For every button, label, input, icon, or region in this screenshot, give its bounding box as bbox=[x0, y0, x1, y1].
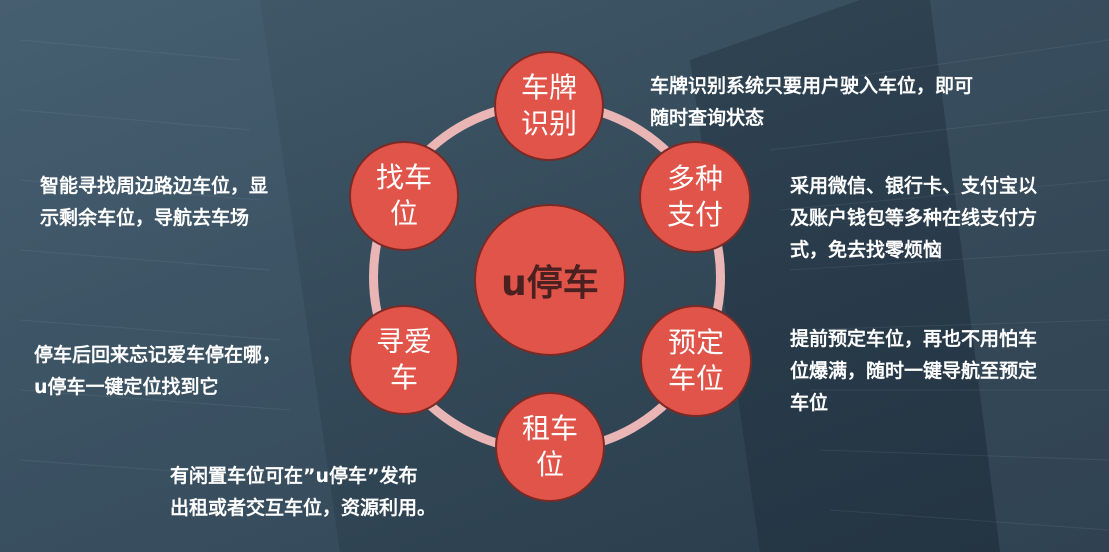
desc-find-car: 停车后回来忘记爱车停在哪， u停车一键定位找到它 bbox=[34, 339, 281, 403]
node-find-spot: 找车位 bbox=[349, 141, 459, 251]
desc-line: 出租或者交互车位，资源利用。 bbox=[170, 497, 437, 519]
desc-line: 示剩余车位，导航去车场 bbox=[40, 207, 250, 229]
desc-plate: 车牌识别系统只要用户驶入车位，即可 随时查询状态 bbox=[650, 70, 973, 134]
center-label: u停车 bbox=[501, 263, 599, 304]
node-plate-recognition: 车牌识别 bbox=[494, 51, 604, 161]
desc-line: 随时查询状态 bbox=[650, 107, 765, 129]
desc-line: u停车一键定位找到它 bbox=[34, 376, 219, 398]
node-label: 车牌识别 bbox=[520, 71, 577, 140]
desc-line: 式，免去找零烦恼 bbox=[790, 239, 943, 261]
desc-line: 位爆满，随时一键导航至预定 bbox=[790, 360, 1038, 382]
desc-line: 采用微信、银行卡、支付宝以 bbox=[790, 175, 1038, 197]
desc-line: 停车后回来忘记爱车停在哪， bbox=[34, 344, 282, 366]
node-multi-payment: 多种支付 bbox=[639, 141, 751, 253]
desc-reserve: 提前预定车位，再也不用怕车 位爆满，随时一键导航至预定 车位 bbox=[790, 323, 1037, 419]
desc-find-spot: 智能寻找周边路边车位，显 示剩余车位，导航去车场 bbox=[40, 170, 268, 234]
node-label: 租车位 bbox=[521, 412, 578, 481]
desc-line: 智能寻找周边路边车位，显 bbox=[40, 175, 269, 197]
desc-line: 及账户钱包等多种在线支付方 bbox=[790, 207, 1038, 229]
desc-line: 车位 bbox=[790, 392, 829, 414]
desc-line: 有闲置车位可在”u停车”发布 bbox=[170, 465, 418, 487]
node-label: 多种支付 bbox=[666, 162, 723, 231]
node-label: 找车位 bbox=[375, 161, 432, 230]
desc-rent: 有闲置车位可在”u停车”发布 出租或者交互车位，资源利用。 bbox=[170, 460, 436, 524]
desc-payment: 采用微信、银行卡、支付宝以 及账户钱包等多种在线支付方 式，免去找零烦恼 bbox=[790, 170, 1037, 266]
node-label: 预定车位 bbox=[667, 326, 724, 395]
node-label: 寻爱车 bbox=[375, 325, 432, 394]
node-find-car: 寻爱车 bbox=[349, 305, 459, 415]
desc-line: 提前预定车位，再也不用怕车 bbox=[790, 328, 1038, 350]
node-reserve-spot: 预定车位 bbox=[640, 305, 752, 417]
desc-line: 车牌识别系统只要用户驶入车位，即可 bbox=[650, 75, 974, 97]
node-rent-spot: 租车位 bbox=[495, 392, 605, 502]
center-title: u停车 bbox=[474, 204, 626, 356]
